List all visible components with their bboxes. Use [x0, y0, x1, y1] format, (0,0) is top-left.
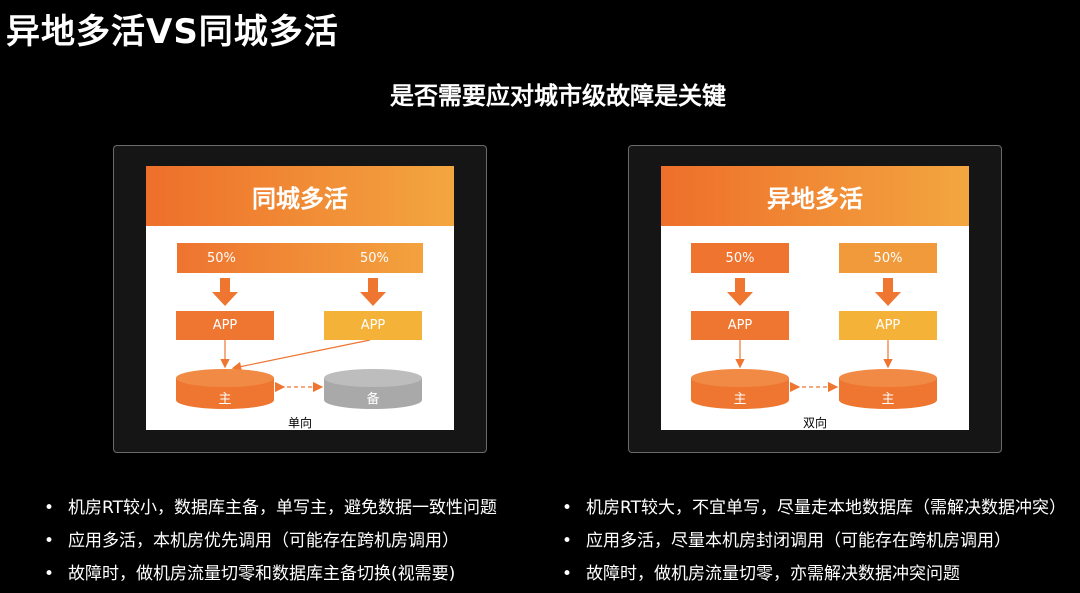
slide-subtitle: 是否需要应对城市级故障是关键 [390, 82, 726, 110]
app-box-right: APP [839, 311, 937, 340]
app-box-right: APP [324, 311, 422, 340]
same-city-panel: 同城多活 50% 50% [113, 145, 487, 453]
same-city-screen: 同城多活 50% 50% [146, 166, 454, 430]
bullet-item: 应用多活，本机房优先调用（可能存在跨机房调用） [42, 527, 497, 560]
bullet-item: 机房RT较大，不宜单写，尽量走本地数据库（需解决数据冲突） [560, 494, 1066, 527]
same-city-heading: 同城多活 [252, 184, 348, 213]
same-city-caption: 单向 [287, 416, 312, 430]
traffic-bar-left: 50% [691, 243, 789, 273]
traffic-bar-right: 50% [839, 243, 937, 273]
db-primary-label: 主 [218, 392, 232, 407]
bullet-item: 应用多活，尽量本机房封闭调用（可能存在跨机房调用） [560, 527, 1066, 560]
remote-screen: 异地多活 50% 50% [661, 166, 969, 430]
db-primary-cylinder [176, 369, 274, 409]
remote-bullets: 机房RT较大，不宜单写，尽量走本地数据库（需解决数据冲突） 应用多活，尽量本机房… [560, 494, 1066, 593]
db-right-label: 主 [881, 392, 895, 407]
down-arrow-right [875, 278, 901, 306]
bullet-item: 机房RT较小，数据库主备，单写主，避免数据一致性问题 [42, 494, 497, 527]
db-left-label: 主 [733, 392, 747, 407]
db-left-cylinder [691, 369, 789, 409]
app-box-left: APP [176, 311, 274, 340]
same-city-banner: 同城多活 [146, 166, 454, 226]
link-app-right-to-primary [231, 339, 371, 372]
traffic-bar: 50% 50% [177, 243, 423, 273]
traffic-right-label: 50% [360, 250, 389, 266]
traffic-left-label: 50% [207, 250, 236, 266]
db-backup-label: 备 [366, 392, 380, 407]
slide-title: 异地多活VS同城多活 [6, 12, 339, 52]
same-city-bullets: 机房RT较小，数据库主备，单写主，避免数据一致性问题 应用多活，本机房优先调用（… [42, 494, 497, 593]
down-arrow-left [727, 278, 753, 306]
same-city-diagram [176, 278, 422, 409]
bullet-item: 故障时，做机房流量切零，亦需解决数据冲突问题 [560, 560, 1066, 593]
db-backup-cylinder [324, 369, 422, 409]
bullet-item: 故障时，做机房流量切零和数据库主备切换(视需要) [42, 560, 497, 593]
remote-caption: 双向 [802, 416, 827, 430]
down-arrow-left [212, 278, 238, 306]
remote-panel: 异地多活 50% 50% [628, 145, 1002, 453]
down-arrow-right [360, 278, 386, 306]
remote-diagram [691, 278, 937, 409]
remote-banner: 异地多活 [661, 166, 969, 226]
app-box-left: APP [691, 311, 789, 340]
db-right-cylinder [839, 369, 937, 409]
remote-heading: 异地多活 [767, 184, 863, 213]
